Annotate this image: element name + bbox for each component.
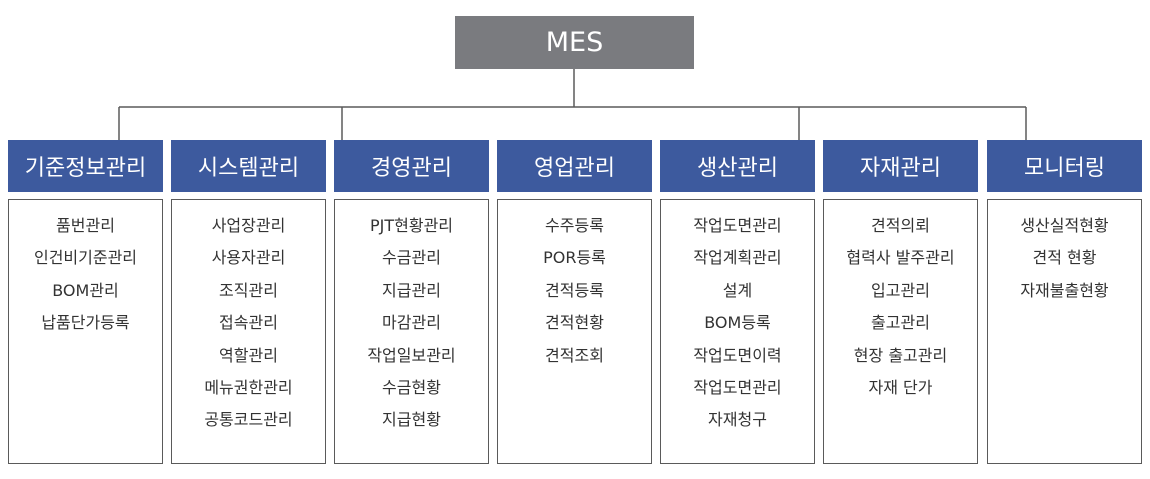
category-column-production: 생산관리 작업도면관리 작업계획관리 설계 BOM등록 작업도면이력 작업도면관…: [660, 140, 815, 464]
category-item: 접속관리: [219, 313, 278, 333]
category-item: 작업도면이력: [693, 345, 782, 365]
category-column-basic-info: 기준정보관리 품번관리 인건비기준관리 BOM관리 납품단가등록: [8, 140, 163, 464]
category-column-monitoring: 모니터링 생산실적현황 견적 현황 자재불출현황: [987, 140, 1142, 464]
category-item: 조직관리: [219, 280, 278, 300]
category-item: 인건비기준관리: [33, 248, 138, 268]
category-item: 생산실적현황: [1020, 216, 1109, 235]
category-item: 자재청구: [708, 410, 767, 430]
category-item: BOM등록: [704, 313, 771, 333]
category-column-materials: 자재관리 견적의뢰 협력사 발주관리 입고관리 출고관리 현장 출고관리 자재 …: [823, 140, 978, 464]
category-header: 기준정보관리: [8, 140, 163, 192]
category-item: 수금현황: [382, 377, 441, 397]
category-item: 수주등록: [545, 216, 604, 235]
category-item: 납품단가등록: [41, 313, 130, 333]
category-item: 견적조회: [545, 345, 604, 365]
category-column-system: 시스템관리 사업장관리 사용자관리 조직관리 접속관리 역할관리 메뉴권한관리 …: [171, 140, 326, 464]
category-header: 경영관리: [334, 140, 489, 192]
category-item: 작업일보관리: [367, 345, 456, 365]
category-item: 작업계획관리: [693, 248, 782, 268]
category-item: 자재불출현황: [1020, 280, 1109, 300]
category-item: 지급현황: [382, 410, 441, 430]
category-item: 사업장관리: [211, 216, 286, 235]
category-item: 설계: [722, 280, 753, 300]
category-column-sales: 영업관리 수주등록 POR등록 견적등록 견적현황 견적조회: [497, 140, 652, 464]
category-item: 협력사 발주관리: [846, 248, 955, 268]
category-item: 메뉴권한관리: [204, 377, 293, 397]
category-items: 생산실적현황 견적 현황 자재불출현황: [987, 199, 1142, 464]
category-item: 견적의뢰: [871, 216, 930, 235]
category-item: PJT현황관리: [369, 216, 454, 235]
category-item: 입고관리: [871, 280, 930, 300]
category-items: 사업장관리 사용자관리 조직관리 접속관리 역할관리 메뉴권한관리 공통코드관리: [171, 199, 326, 464]
category-item: 역할관리: [219, 345, 278, 365]
category-item: 지급관리: [382, 280, 441, 300]
category-items: 수주등록 POR등록 견적등록 견적현황 견적조회: [497, 199, 652, 464]
category-item: 품번관리: [56, 216, 115, 235]
category-items: PJT현황관리 수금관리 지급관리 마감관리 작업일보관리 수금현황 지급현황: [334, 199, 489, 464]
category-header: 생산관리: [660, 140, 815, 192]
category-item: 견적 현황: [1032, 248, 1097, 268]
root-node: MES: [455, 16, 694, 69]
category-item: 수금관리: [382, 248, 441, 268]
category-item: BOM관리: [52, 280, 119, 300]
category-item: 견적등록: [545, 280, 604, 300]
category-header: 모니터링: [987, 140, 1142, 192]
category-header: 시스템관리: [171, 140, 326, 192]
category-header: 영업관리: [497, 140, 652, 192]
category-item: 견적현황: [545, 313, 604, 333]
category-items: 품번관리 인건비기준관리 BOM관리 납품단가등록: [8, 199, 163, 464]
category-item: 자재 단가: [868, 377, 933, 397]
category-item: 작업도면관리: [693, 216, 782, 235]
category-item: 마감관리: [382, 313, 441, 333]
category-items: 견적의뢰 협력사 발주관리 입고관리 출고관리 현장 출고관리 자재 단가: [823, 199, 978, 464]
category-item: 사용자관리: [211, 248, 286, 268]
category-item: 현장 출고관리: [853, 345, 948, 365]
category-item: 공통코드관리: [204, 410, 293, 430]
category-column-management: 경영관리 PJT현황관리 수금관리 지급관리 마감관리 작업일보관리 수금현황 …: [334, 140, 489, 464]
category-item: 작업도면관리: [693, 377, 782, 397]
category-item: POR등록: [543, 248, 606, 268]
category-items: 작업도면관리 작업계획관리 설계 BOM등록 작업도면이력 작업도면관리 자재청…: [660, 199, 815, 464]
category-item: 출고관리: [871, 313, 930, 333]
category-header: 자재관리: [823, 140, 978, 192]
